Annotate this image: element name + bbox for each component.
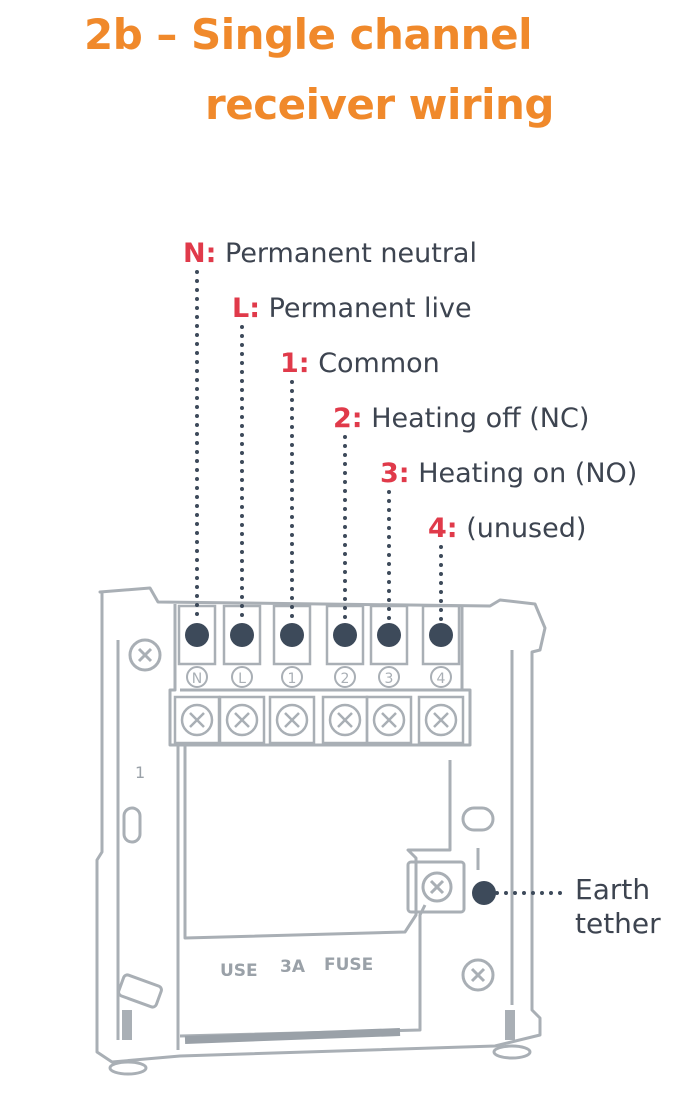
screw-cross-icon: [337, 712, 353, 728]
label-common: 1: Common: [280, 350, 440, 377]
earth-dot: [472, 881, 496, 905]
terminal-screw: [424, 703, 458, 737]
terminal-mark: 2: [341, 671, 350, 687]
terminal-mark: N: [192, 671, 202, 687]
terminal-desc: Heating on (NO): [418, 458, 638, 489]
title-line-1: 2b – Single channel: [84, 10, 532, 59]
slot-bottom-left: [117, 973, 163, 1009]
terminal-housing: [168, 604, 472, 747]
screw-cross-icon: [433, 712, 449, 728]
terminal-screw-block: [417, 695, 465, 745]
terminal-key: 3:: [380, 458, 410, 489]
terminal-screw: [275, 703, 309, 737]
fuse-strip: [184, 1028, 401, 1044]
terminal-mark-circle: [430, 666, 452, 688]
terminal-screw-block: [365, 695, 413, 745]
screw-cross-icon: [234, 712, 250, 728]
side-number: 1: [135, 763, 145, 782]
screw-post-left: [122, 1010, 132, 1040]
terminal-desc: Common: [318, 348, 440, 379]
earth-label-line-2: tether: [575, 907, 661, 940]
screw-cross-icon: [137, 647, 153, 663]
label-heating-off: 2: Heating off (NC): [333, 405, 589, 432]
earth-screw: [421, 871, 453, 903]
slot-left: [122, 806, 142, 844]
label-neutral: N: Permanent neutral: [183, 240, 477, 267]
slot-right: [461, 806, 495, 832]
terminal-dot: [429, 623, 453, 647]
terminal-desc: Permanent live: [268, 293, 472, 324]
bottom-screws: [108, 1010, 532, 1076]
screw-post-right: [505, 1010, 515, 1040]
terminal-screw: [180, 703, 214, 737]
title-line-2: receiver wiring: [205, 80, 554, 129]
terminal-mark: 3: [385, 671, 394, 687]
screw-head-left: [108, 1060, 148, 1076]
terminal-screw-block: [268, 695, 316, 745]
terminal-dot: [377, 623, 401, 647]
terminal-mark: L: [238, 671, 246, 687]
label-heating-on: 3: Heating on (NO): [380, 460, 637, 487]
terminal-key: 1:: [280, 348, 310, 379]
screw-cross-icon: [381, 712, 397, 728]
terminal-desc: Permanent neutral: [225, 238, 477, 269]
terminal-mark-circle: [378, 666, 400, 688]
screw-cross-icon: [189, 712, 205, 728]
fuse-word-3: FUSE: [324, 955, 373, 975]
label-live: L: Permanent live: [232, 295, 472, 322]
terminal-dot: [333, 623, 357, 647]
leader-lines: [185, 270, 453, 647]
terminal-dot: [230, 623, 254, 647]
backplate-outline: [95, 586, 547, 1064]
terminal-screw: [225, 703, 259, 737]
terminal-screw: [328, 703, 362, 737]
terminal-mark-circle: [334, 666, 356, 688]
terminal-key: 4:: [428, 513, 458, 544]
screw-cross-icon: [429, 879, 445, 895]
inner-window: [183, 745, 452, 940]
terminal-key: L:: [232, 293, 261, 324]
label-unused: 4: (unused): [428, 515, 586, 542]
terminal-key: N:: [183, 238, 217, 269]
earth-label-line-1: Earth: [575, 873, 651, 906]
terminal-mark: 4: [437, 671, 446, 687]
terminal-dot: [280, 623, 304, 647]
lower-panel: [176, 745, 427, 1050]
terminal-screw-block: [218, 695, 266, 745]
terminal-desc: Heating off (NC): [371, 403, 590, 434]
fuse-word-1: USE: [220, 961, 258, 981]
mount-screw-bottom-right: [461, 958, 495, 992]
terminal-mark-circle: [186, 666, 208, 688]
earth-terminal-block: [406, 860, 466, 914]
screw-cross-icon: [284, 712, 300, 728]
terminal-key: 2:: [333, 403, 363, 434]
terminal-block: N L 1 2 3 4: [173, 604, 465, 745]
terminal-mark-circle: [231, 666, 253, 688]
terminal-desc: (unused): [466, 513, 587, 544]
screw-head-right: [492, 1044, 532, 1060]
screw-cross-icon: [470, 967, 486, 983]
mount-screw-top-left: [128, 638, 162, 672]
terminal-slot: [421, 604, 461, 666]
terminal-mark-circle: [281, 666, 303, 688]
terminal-mark: 1: [288, 671, 297, 687]
fuse-word-2: 3A: [280, 957, 306, 977]
terminal-slot: [369, 604, 409, 666]
terminal-screw: [372, 703, 406, 737]
terminal-dot: [185, 623, 209, 647]
